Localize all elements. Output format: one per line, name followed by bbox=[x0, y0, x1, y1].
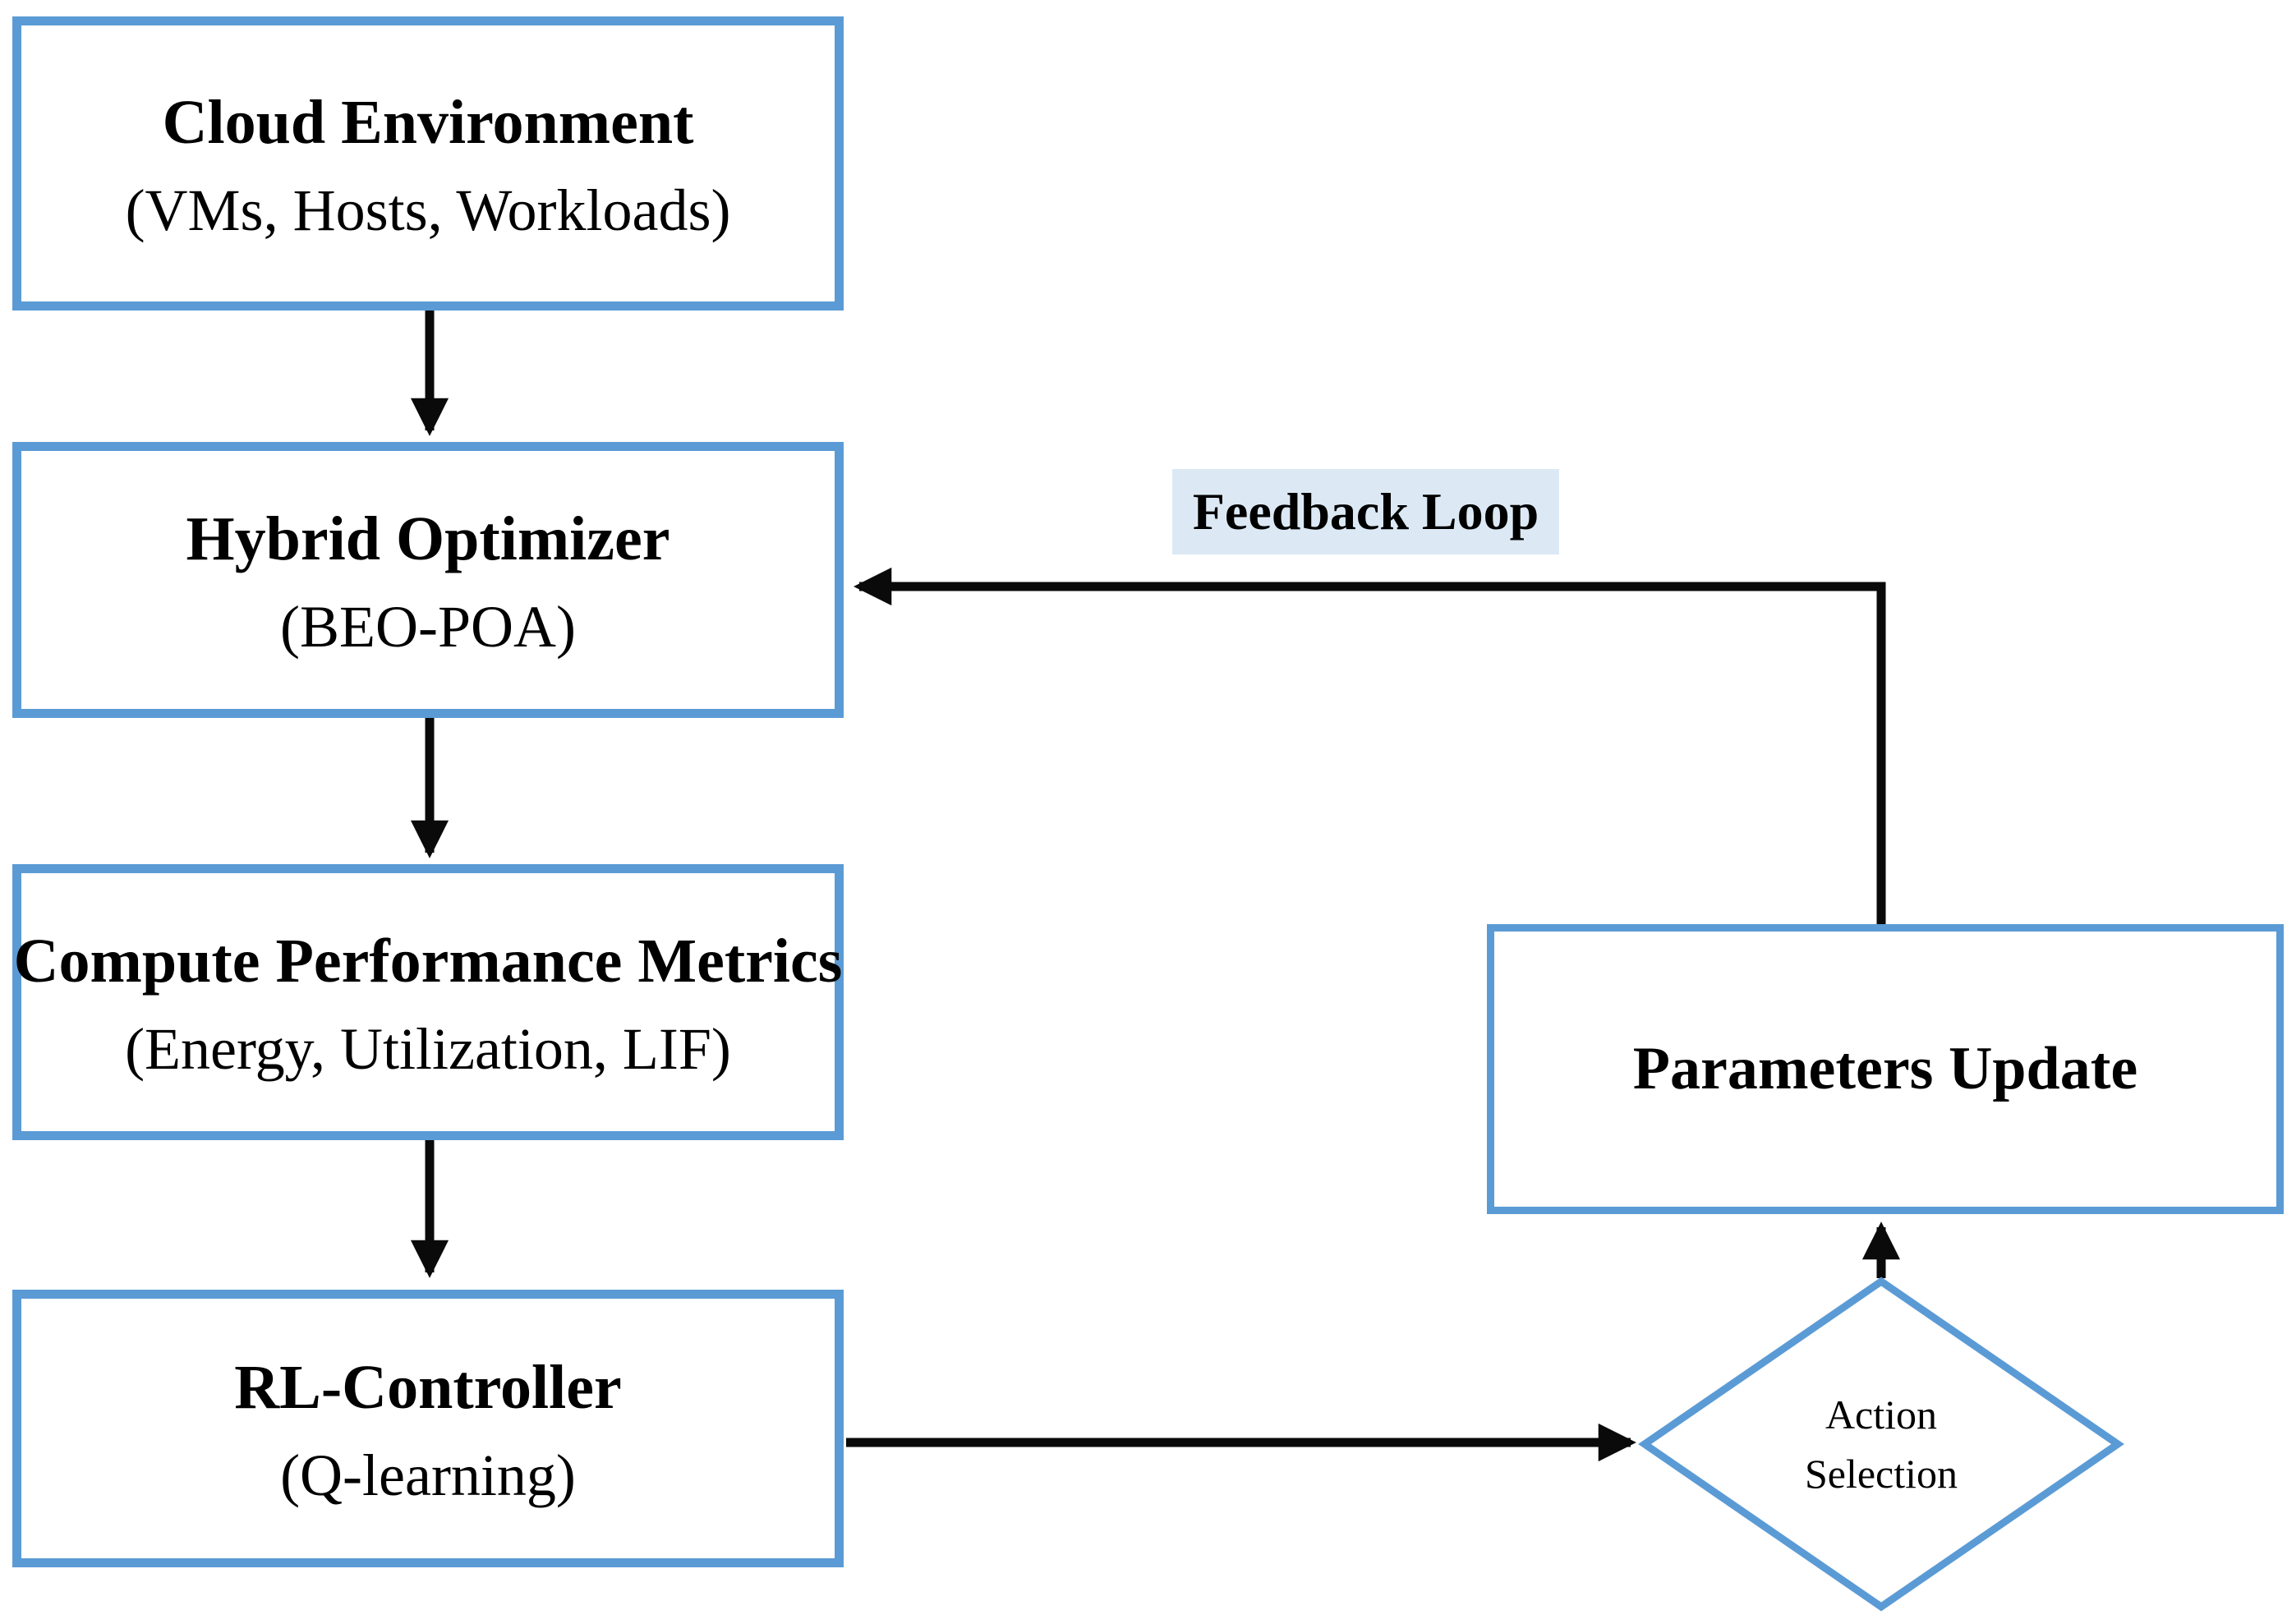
node-hybrid-optimizer-title: Hybrid Optimizer bbox=[186, 504, 670, 573]
node-rl-controller-subtitle: (Q-learning) bbox=[280, 1442, 576, 1508]
node-compute-performance-metrics-title: Compute Performance Metrics bbox=[13, 926, 843, 996]
arrow-feedback-loop-params-to-optimizer bbox=[854, 567, 1886, 926]
node-cloud-environment-title: Cloud Environment bbox=[162, 87, 694, 157]
node-rl-controller-title: RL-Controller bbox=[234, 1352, 622, 1422]
node-compute-performance-metrics: Compute Performance Metrics (Energy, Uti… bbox=[12, 864, 844, 1140]
node-parameters-update-title: Parameters Update bbox=[1632, 1035, 2138, 1102]
action-selection-line1: Action bbox=[1825, 1391, 1938, 1438]
node-compute-performance-metrics-subtitle: (Energy, Utilization, LIF) bbox=[125, 1015, 731, 1082]
node-rl-controller: RL-Controller (Q-learning) bbox=[12, 1290, 844, 1567]
action-selection-line2: Selection bbox=[1804, 1451, 1958, 1497]
node-parameters-update: Parameters Update bbox=[1487, 924, 2284, 1214]
node-hybrid-optimizer-subtitle: (BEO-POA) bbox=[280, 593, 576, 660]
feedback-loop-label: Feedback Loop bbox=[1172, 469, 1559, 554]
node-hybrid-optimizer: Hybrid Optimizer (BEO-POA) bbox=[12, 442, 844, 718]
node-action-selection-label: Action Selection bbox=[1676, 1337, 2087, 1551]
node-cloud-environment: Cloud Environment (VMs, Hosts, Workloads… bbox=[12, 16, 844, 311]
node-cloud-environment-subtitle: (VMs, Hosts, Workloads) bbox=[125, 177, 731, 243]
feedback-loop-label-text: Feedback Loop bbox=[1192, 482, 1539, 541]
